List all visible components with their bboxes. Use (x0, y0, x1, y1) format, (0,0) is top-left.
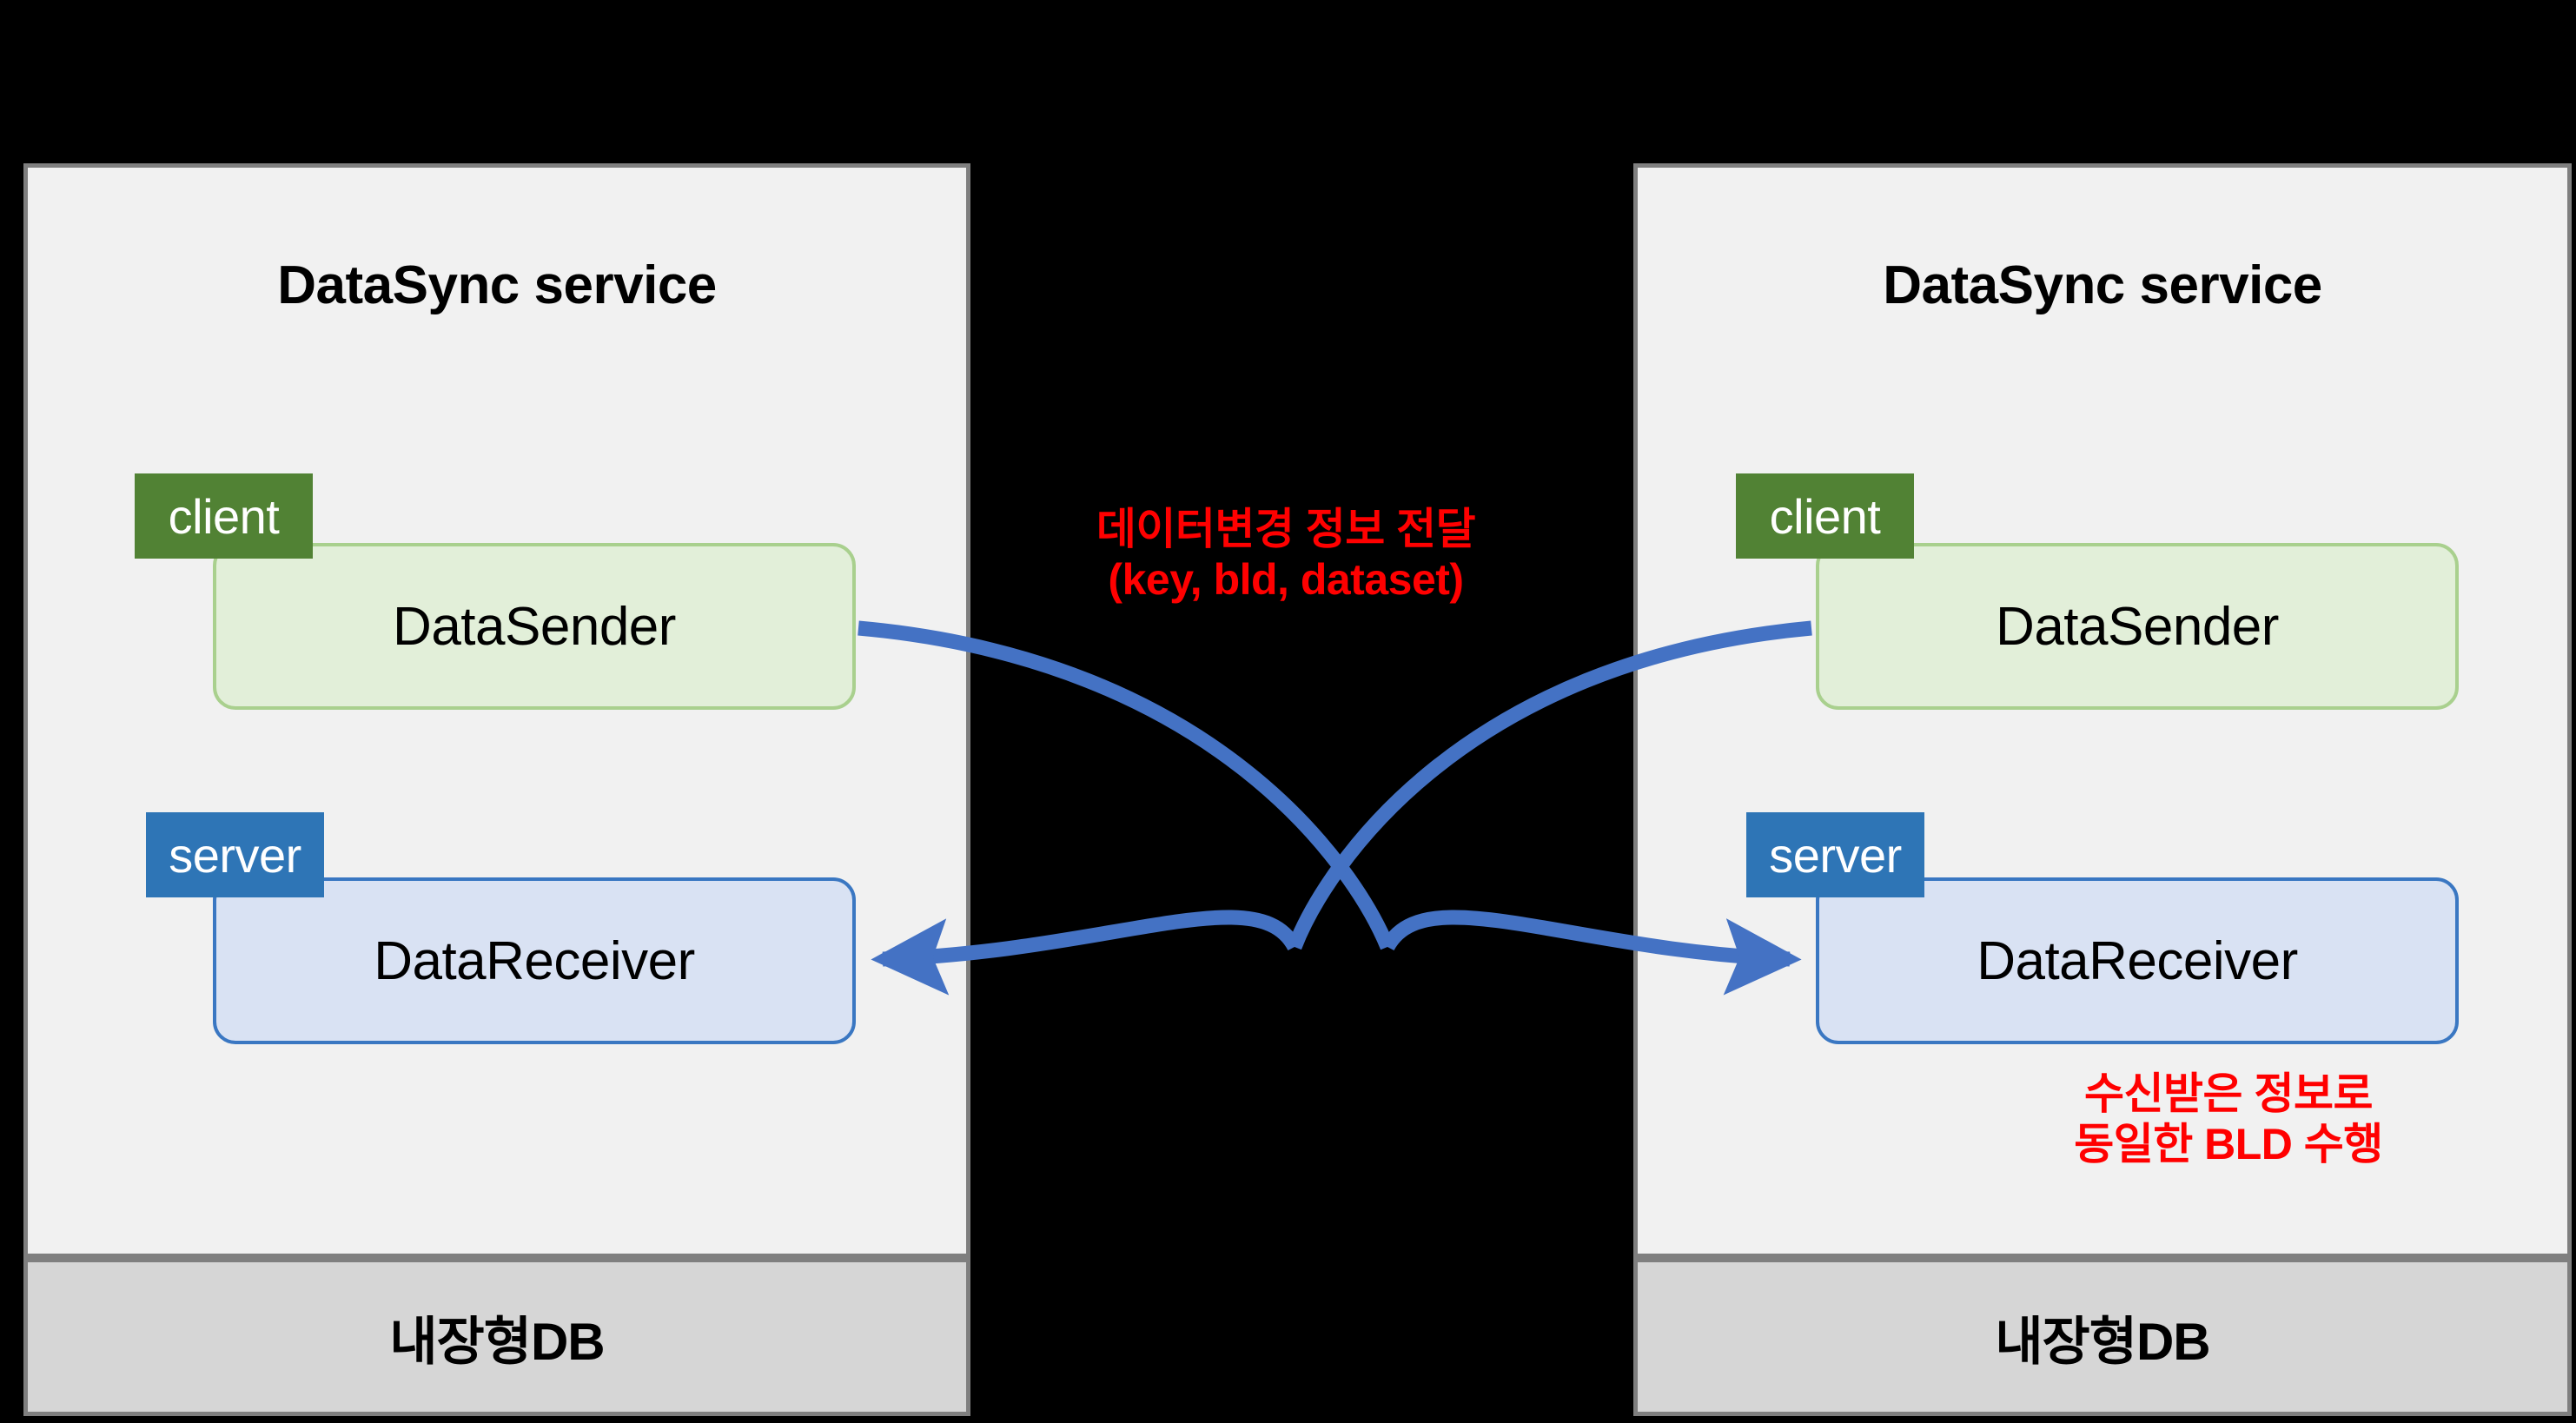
role-tag-client-right: client (1736, 473, 1914, 559)
data-receiver-box-left[interactable]: DataReceiver (213, 877, 856, 1044)
role-tag-server-left: server (146, 812, 324, 897)
role-tag-server-label-right: server (1769, 827, 1902, 883)
embedded-db-right: 내장형DB (1633, 1258, 2572, 1416)
role-tag-client-left: client (135, 473, 313, 559)
data-receiver-box-right[interactable]: DataReceiver (1816, 877, 2459, 1044)
role-tag-client-label-left: client (168, 488, 280, 544)
data-receiver-label-right: DataReceiver (1977, 930, 2298, 991)
service-panel-left: DataSync service (23, 163, 970, 1258)
annotation-apply-note: 수신받은 정보로 동일한 BLD 수행 (2074, 1069, 2383, 1168)
data-sender-box-left[interactable]: DataSender (213, 543, 856, 710)
embedded-db-label-left: 내장형DB (389, 1312, 605, 1371)
annotation-transfer-note: 데이터변경 정보 전달 (key, bld, dataset) (1096, 505, 1476, 604)
embedded-db-label-right: 내장형DB (1995, 1312, 2210, 1371)
role-tag-server-right: server (1746, 812, 1924, 897)
role-tag-client-label-right: client (1769, 488, 1881, 544)
data-receiver-label-left: DataReceiver (374, 930, 695, 991)
embedded-db-left: 내장형DB (23, 1258, 970, 1416)
role-tag-server-label-left: server (169, 827, 301, 883)
panel-title-right: DataSync service (1883, 255, 2322, 315)
data-sender-box-right[interactable]: DataSender (1816, 543, 2459, 710)
data-sender-label-left: DataSender (393, 596, 676, 657)
panel-title-left: DataSync service (277, 255, 717, 315)
data-sender-label-right: DataSender (1996, 596, 2279, 657)
